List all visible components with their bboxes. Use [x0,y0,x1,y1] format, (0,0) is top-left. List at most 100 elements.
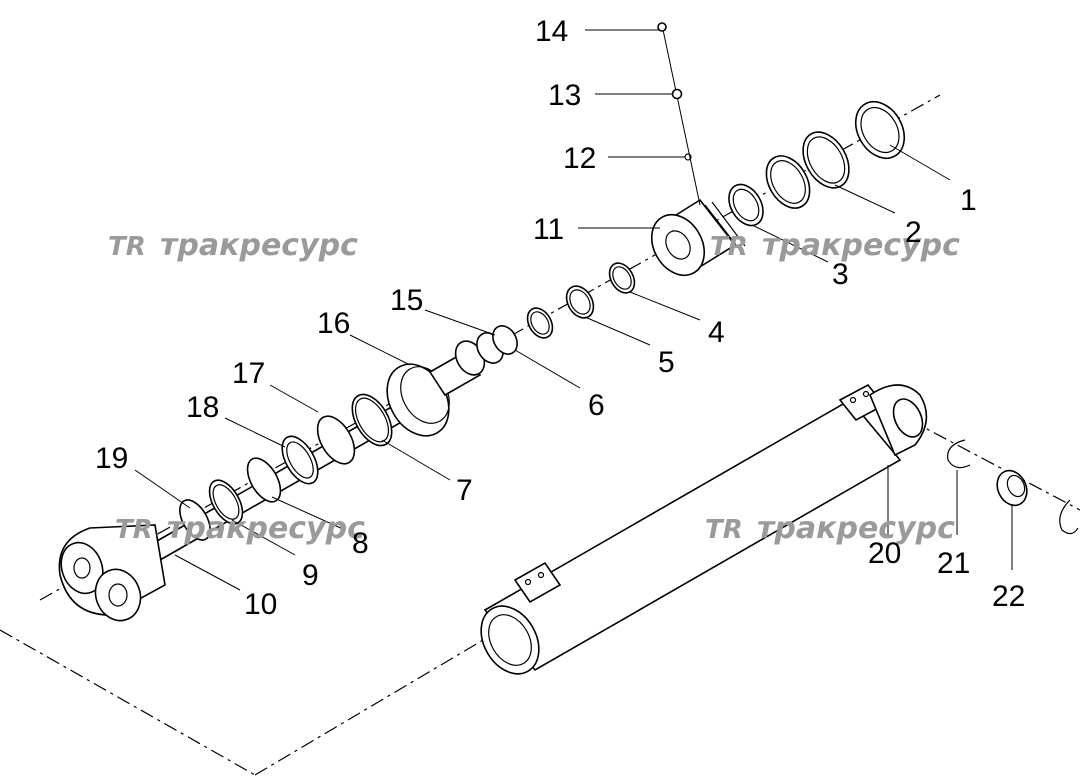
callout-1: 1 [960,184,977,217]
ring-part-7 [351,393,393,447]
leader-4 [629,291,701,321]
leader-18 [224,417,286,448]
ring-part-2b-inner [770,160,806,204]
snap-ring-part-21 [947,439,971,469]
leader-8 [271,496,346,531]
leader-lines [134,29,1013,591]
cylinder-barrel [480,383,928,675]
leader-19 [134,469,191,509]
callout-labels: 14 13 12 11 1 2 3 4 5 6 7 8 9 10 15 16 1… [95,15,1025,621]
ring-part-5b [526,307,554,339]
ring-part-4-inner [612,266,632,290]
ring-part-8 [246,457,282,503]
ring-part-18 [281,435,319,485]
callout-22: 22 [992,580,1025,613]
callout-18: 18 [186,391,219,424]
callout-7: 7 [456,474,473,507]
leader-10 [174,554,241,591]
callout-6: 6 [588,389,605,422]
callout-4: 4 [708,316,725,349]
clevis-lobe-right [94,568,142,622]
callout-19: 19 [95,442,128,475]
callout-15: 15 [390,284,423,317]
port-bolt-hole [862,390,870,398]
callout-9: 9 [302,559,319,592]
ring-part-9-inner [212,484,240,520]
ring-part-6 [492,325,518,355]
ring-part-2-inner [806,136,846,184]
clevis-lobe-left [60,541,104,595]
leader-1 [889,144,951,181]
rod-gland [386,332,504,437]
ring-part-1 [854,100,906,160]
watermark-logo: ТR [705,515,743,545]
callout-3: 3 [832,258,849,291]
ring-part-4 [608,262,636,294]
callout-10: 10 [244,588,277,621]
ring-part-3-inner [732,188,760,222]
ring-part-3 [728,183,764,227]
barrel-eye-hole [892,398,924,438]
ring-part-7b [316,415,356,465]
port-bolt-hole [849,396,857,404]
watermark-text: тракресурс [167,511,365,546]
callout-12: 12 [563,142,596,175]
leader-7 [381,439,451,481]
callout-21: 21 [937,547,970,580]
return-line-bottom [254,629,501,776]
return-line-left [0,629,256,776]
watermark-text: тракресурс [757,511,955,546]
callout-5: 5 [658,346,675,379]
piston-face [650,214,706,276]
seals-and-rings [179,100,1079,541]
bushing-part-22-inner [1006,474,1026,498]
ring-part-2 [802,131,850,189]
leader-16 [349,334,411,366]
barrel-open-end [480,605,540,675]
barrel-inner-bore [488,614,532,666]
callout-17: 17 [232,357,265,390]
callout-8: 8 [352,527,369,560]
leader-17 [269,384,319,413]
ring-part-1-inner [860,106,900,154]
piston-bore [665,230,691,260]
fastener-part-13 [671,88,683,100]
watermark-group: ТR тракресурс ТR тракресурс ТR тракресур… [108,228,960,546]
clevis-hole-right [108,583,128,607]
piston [650,198,746,276]
callout-13: 13 [548,79,581,112]
leader-5 [584,316,651,346]
watermark-logo: ТR [710,232,748,262]
leader-6 [514,349,581,389]
fastener-stack [657,22,701,206]
fastener-part-14 [657,22,667,32]
ring-part-5-inner [569,289,591,315]
ring-part-19 [179,499,211,541]
fastener-axis [661,24,701,206]
piston-groove [704,204,741,251]
leader-3 [751,224,829,263]
port-bolt-hole [524,578,532,586]
watermark-text: тракресурс [160,228,358,263]
pin-axis-line [909,419,1080,511]
callout-2: 2 [905,216,922,249]
leader-9 [231,519,296,556]
callout-14: 14 [535,15,568,48]
bushing-part-22 [996,469,1028,507]
callout-20: 20 [868,537,901,570]
leader-15 [424,309,496,336]
callout-11: 11 [533,213,564,246]
ring-part-5b-inner [530,311,550,335]
snap-ring-right [1059,499,1079,535]
watermark-logo: ТR [115,515,153,545]
ring-part-5 [565,285,595,319]
barrel-port-block-left [513,561,562,604]
ring-part-18-inner [286,441,314,479]
leader-2 [834,184,896,214]
piston-groove [711,201,746,247]
ring-part-2b [765,155,811,209]
clevis-hole-left [73,557,91,579]
watermark-text: тракресурс [762,228,960,263]
